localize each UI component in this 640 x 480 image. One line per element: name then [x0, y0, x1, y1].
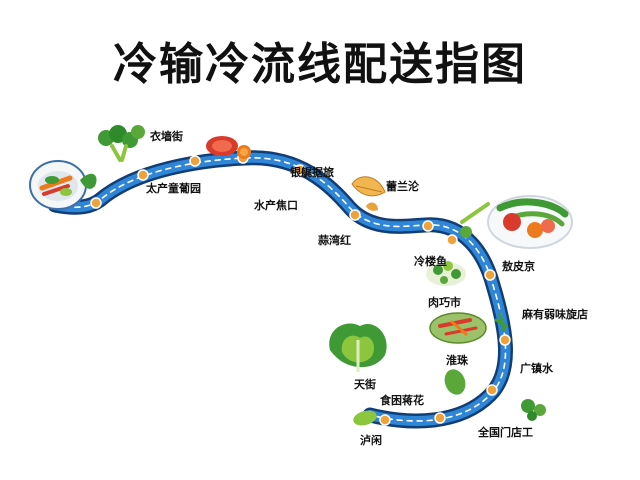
- stop-label: 食困蒋花: [380, 394, 424, 407]
- stop-label: 广镇水: [520, 362, 553, 375]
- stop-label: 蒜湾红: [318, 234, 351, 247]
- stop-marker[interactable]: [189, 155, 201, 167]
- lettuce-icon: [329, 323, 387, 372]
- stop-markers: [90, 152, 511, 426]
- stop-marker[interactable]: [422, 220, 434, 232]
- stop-label: 衣墙街: [150, 130, 183, 143]
- stop-marker[interactable]: [484, 269, 496, 281]
- stop-marker[interactable]: [379, 414, 391, 426]
- stop-label: 银艉据旅: [290, 166, 334, 179]
- salad-plate-icon: [460, 195, 573, 249]
- stop-label: 肉巧市: [428, 296, 461, 309]
- stop-label: 麻有弱味旋店: [522, 308, 588, 321]
- page-title: 冷输冷流线配送指图: [113, 39, 527, 90]
- stop-marker[interactable]: [446, 234, 458, 246]
- stir-fry-dish-icon: [429, 312, 508, 344]
- stop-marker[interactable]: [499, 334, 511, 346]
- stop-label: 冷楼鱼: [414, 255, 447, 268]
- stop-marker[interactable]: [137, 169, 149, 181]
- stop-label: 天街: [354, 378, 376, 391]
- stop-label: 泸闲: [360, 434, 382, 447]
- greens-bowl-icon: [426, 261, 466, 286]
- stop-label: 水产焦口: [254, 199, 298, 212]
- stop-marker[interactable]: [434, 412, 446, 424]
- stop-label: 淮珠: [446, 354, 468, 367]
- vegetable-plate-icon: [29, 160, 97, 210]
- stop-marker[interactable]: [349, 209, 361, 221]
- tomato-slices-icon: [206, 136, 251, 159]
- stop-label: 敖皮京: [502, 260, 535, 273]
- leaf-sprig-icon: [353, 369, 546, 426]
- broccoli-icon: [98, 125, 145, 162]
- stop-marker[interactable]: [486, 384, 498, 396]
- stop-label: 蕾兰沦: [386, 180, 419, 193]
- herb-leaf-icon: [351, 176, 386, 211]
- stop-marker[interactable]: [294, 164, 306, 176]
- stop-label: 全国门店工: [478, 426, 533, 439]
- stop-label: 太产童葡园: [146, 182, 201, 195]
- stop-marker[interactable]: [90, 197, 102, 209]
